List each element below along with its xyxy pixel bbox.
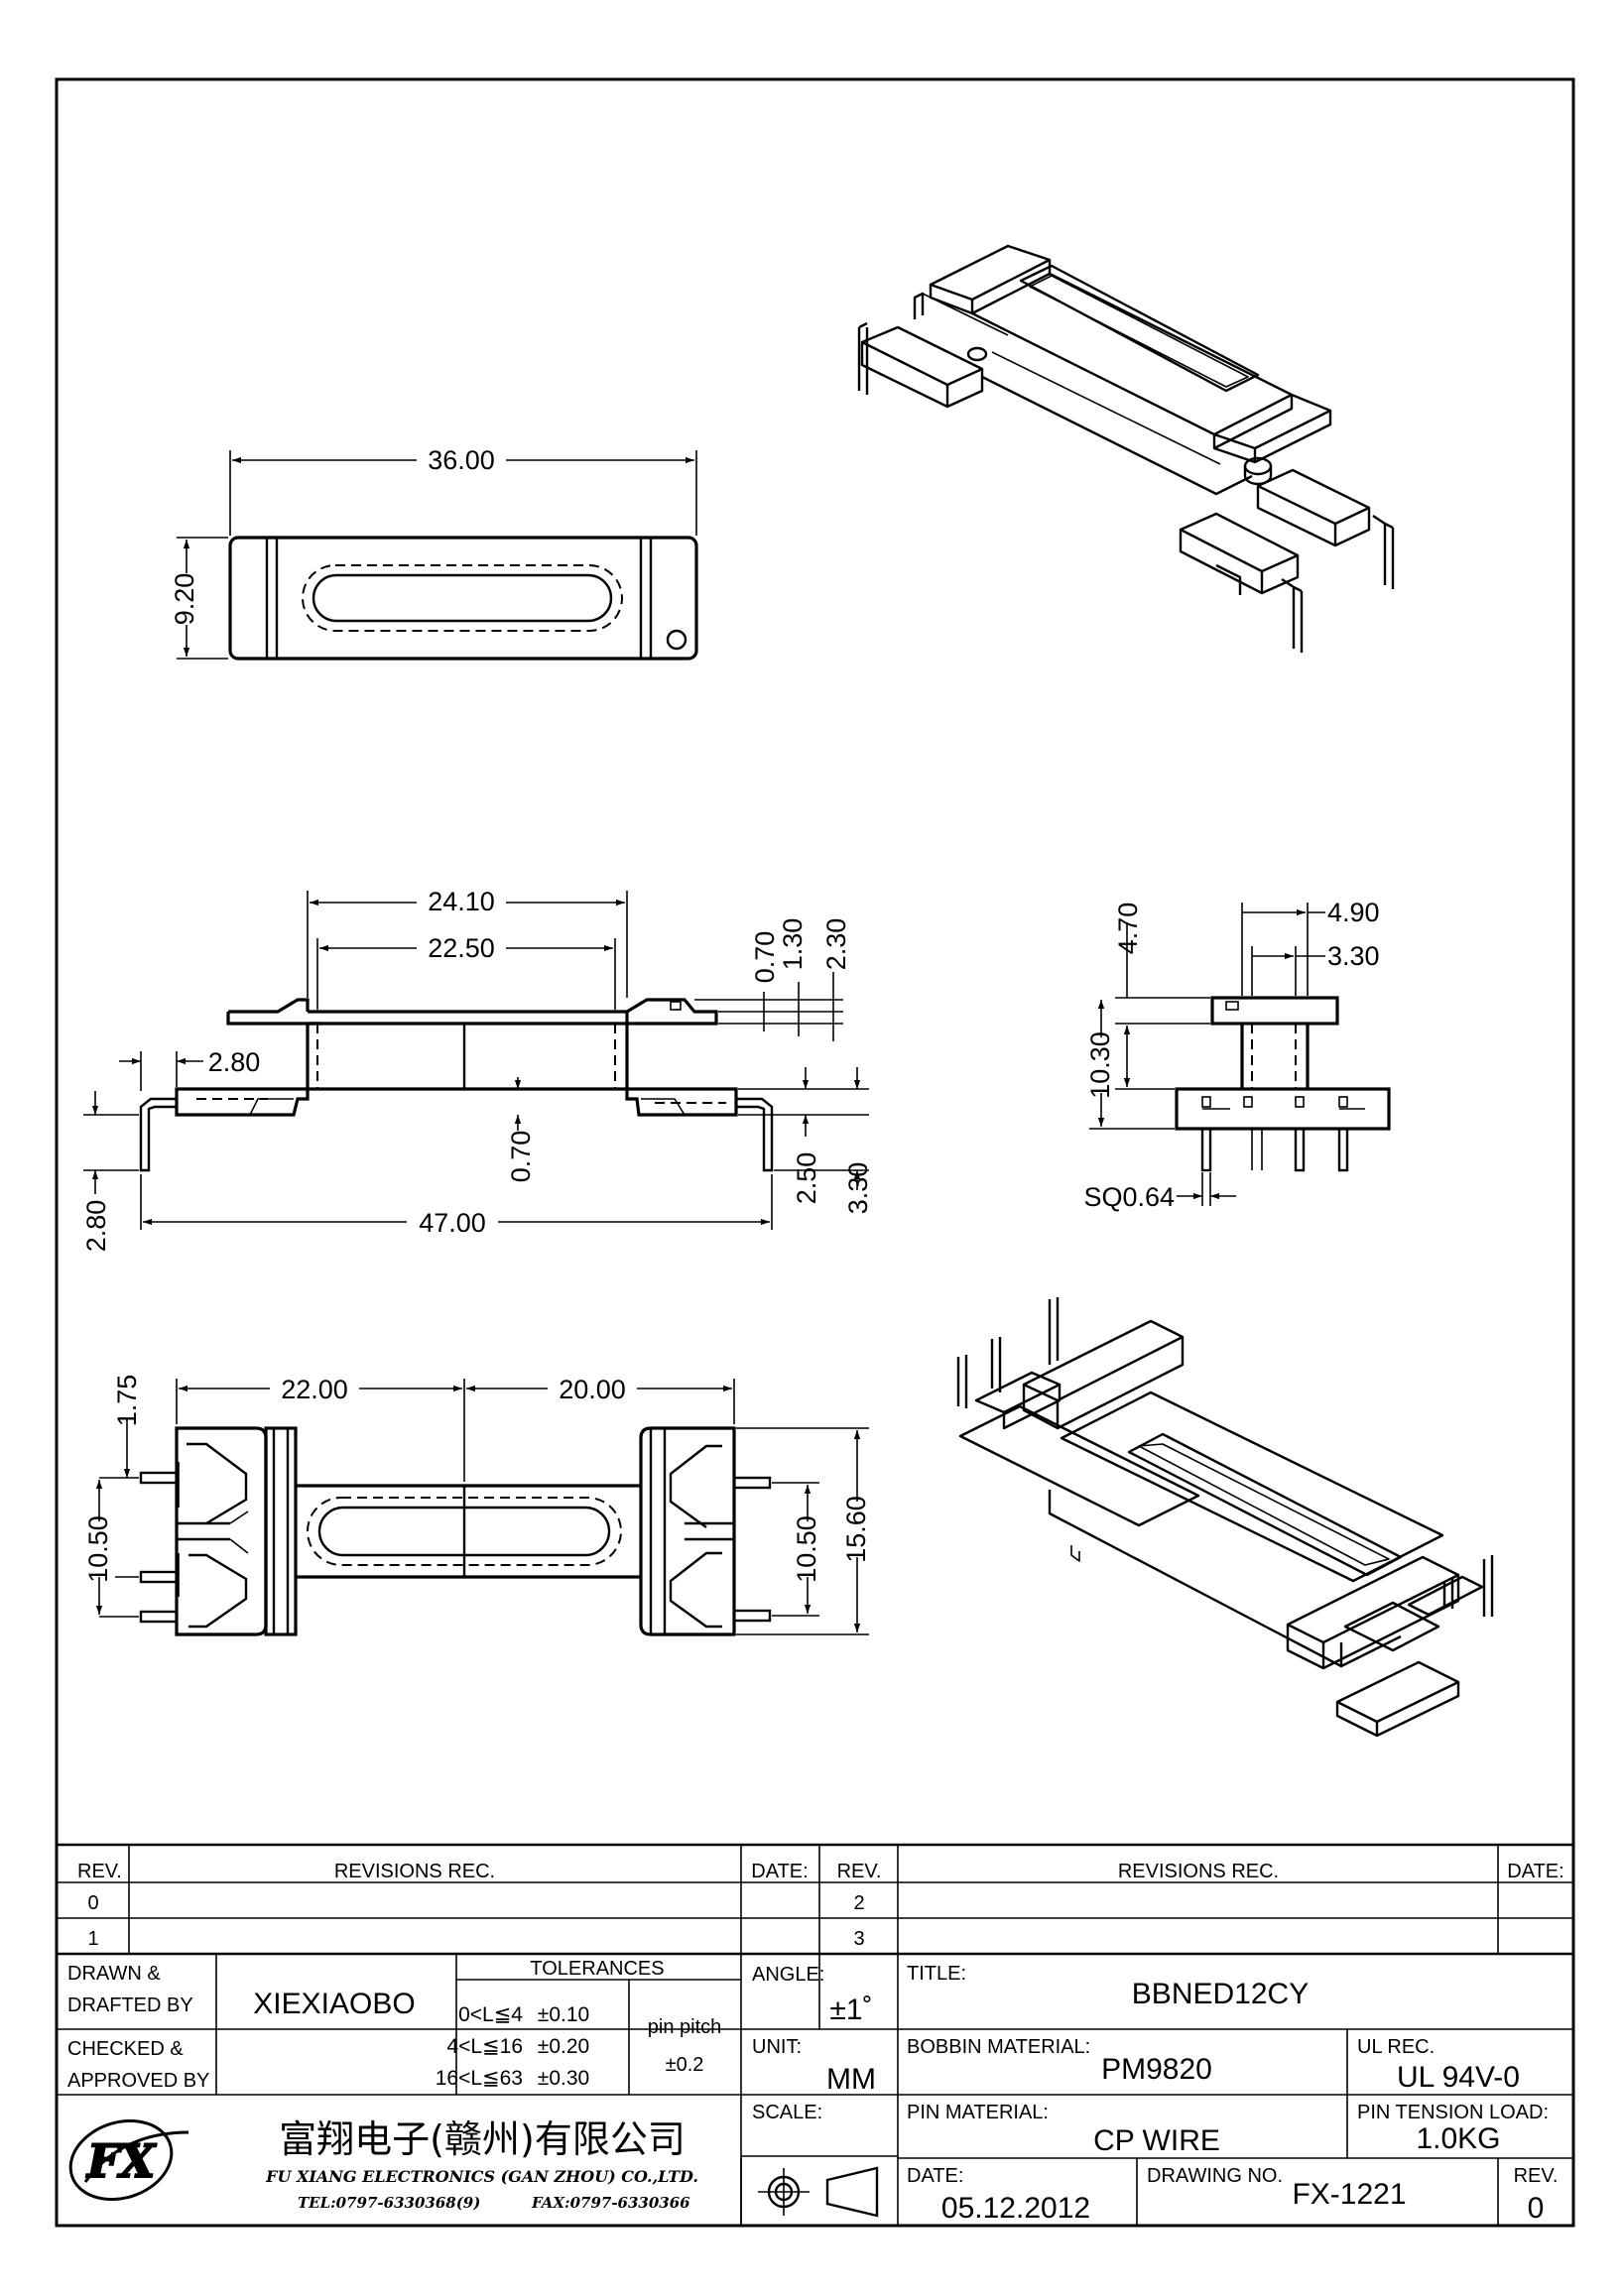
dim-front-c: 0.70 bbox=[750, 931, 780, 984]
tolerance-value-3: ±0.30 bbox=[538, 2067, 589, 2090]
company-fax: FAX:0797-6330366 bbox=[531, 2194, 690, 2212]
dim-front-i: 47.00 bbox=[419, 1208, 486, 1238]
date-header-right: DATE: bbox=[1507, 1861, 1563, 1882]
pin-tension-value: 1.0KG bbox=[1416, 2122, 1500, 2155]
drawing-no-label: DRAWING NO. bbox=[1147, 2165, 1283, 2187]
company-name-cn: 富翔电子(赣州)有限公司 bbox=[279, 2117, 686, 2161]
drawn-label-2: DRAFTED BY bbox=[67, 1994, 193, 2016]
bobbin-material-value: PM9820 bbox=[1101, 2053, 1212, 2086]
dim-bottom-e: 10.50 bbox=[792, 1515, 821, 1583]
svg-text:FX: FX bbox=[85, 2134, 158, 2188]
dim-front-j: 2.50 bbox=[792, 1152, 821, 1205]
dim-side-a: 4.70 bbox=[1113, 903, 1143, 955]
projection-symbol-icon bbox=[758, 2166, 879, 2218]
rev-row-0: 0 bbox=[87, 1892, 98, 1914]
tolerance-range-2: 4<L≦16 bbox=[446, 2035, 523, 2058]
checked-label-1: CHECKED & bbox=[67, 2038, 184, 2060]
dim-side-d: 10.30 bbox=[1085, 1031, 1115, 1099]
drawn-by-value: XIEXIAOBO bbox=[253, 1988, 415, 2020]
rev-label: REV. bbox=[1514, 2165, 1559, 2187]
dim-bottom-f: 15.60 bbox=[841, 1496, 871, 1563]
dim-front-d: 1.30 bbox=[778, 918, 808, 971]
title-value: BBNED12CY bbox=[1132, 1978, 1309, 2010]
rev-row-3: 3 bbox=[853, 1928, 864, 1950]
top-view: 36.00 9.20 bbox=[169, 443, 698, 661]
checked-label-2: APPROVED BY bbox=[67, 2070, 209, 2092]
drawn-label-1: DRAWN & bbox=[67, 1963, 161, 1985]
isometric-view-top bbox=[857, 244, 1395, 653]
dim-side-pin: SQ0.64 bbox=[1083, 1182, 1175, 1212]
date-label: DATE: bbox=[907, 2165, 963, 2187]
ul-rec-value: UL 94V-0 bbox=[1397, 2061, 1520, 2094]
dim-top-length: 36.00 bbox=[428, 445, 495, 475]
dim-side-c: 3.30 bbox=[1327, 941, 1380, 971]
pin-pitch-label: pin pitch bbox=[648, 2016, 722, 2038]
dim-front-f: 2.80 bbox=[208, 1047, 261, 1077]
ul-rec-label: UL REC. bbox=[1357, 2036, 1435, 2058]
revisions-header-right: REVISIONS REC. bbox=[1118, 1861, 1279, 1882]
rev-row-1: 1 bbox=[87, 1928, 98, 1950]
tolerance-range-3: 16<L≦63 bbox=[436, 2067, 523, 2090]
dim-bottom-d: 10.50 bbox=[83, 1515, 113, 1583]
bobbin-material-label: BOBBIN MATERIAL: bbox=[907, 2036, 1090, 2058]
rev-value: 0 bbox=[1528, 2192, 1545, 2225]
scale-label: SCALE: bbox=[752, 2102, 822, 2123]
pin-tension-label: PIN TENSION LOAD: bbox=[1357, 2102, 1549, 2123]
tolerance-range-1: 0<L≦4 bbox=[458, 2003, 523, 2026]
dim-top-width: 9.20 bbox=[170, 573, 199, 626]
dim-front-h: 2.80 bbox=[81, 1200, 111, 1253]
pin-material-value: CP WIRE bbox=[1093, 2124, 1220, 2157]
date-header-left: DATE: bbox=[751, 1861, 808, 1882]
rev-row-2: 2 bbox=[853, 1892, 864, 1914]
angle-value: ±1˚ bbox=[829, 1994, 872, 2026]
company-name-en: FU XIANG ELECTRONICS (GAN ZHOU) CO.,LTD. bbox=[265, 2167, 698, 2186]
dim-bottom-b: 22.00 bbox=[281, 1375, 348, 1404]
drawing-no-value: FX-1221 bbox=[1292, 2178, 1406, 2211]
drawing-border bbox=[55, 77, 1575, 2228]
bottom-view: 22.00 20.00 1.75 10.50 10.50 15.60 bbox=[83, 1373, 871, 1636]
company-tel: TEL:0797-6330368(9) bbox=[298, 2194, 480, 2212]
date-value: 05.12.2012 bbox=[941, 2192, 1090, 2225]
rev-header-left: REV. bbox=[77, 1861, 122, 1882]
rev-header-right: REV. bbox=[837, 1861, 882, 1882]
tolerance-value-1: ±0.10 bbox=[538, 2003, 589, 2026]
dim-bottom-a: 1.75 bbox=[112, 1375, 142, 1427]
unit-label: UNIT: bbox=[752, 2036, 802, 2058]
title-block: REV. REVISIONS REC. DATE: REV. REVISIONS… bbox=[57, 1843, 1573, 2226]
angle-label: ANGLE: bbox=[752, 1964, 824, 1986]
isometric-view-bottom bbox=[956, 1297, 1494, 1738]
tolerance-value-2: ±0.20 bbox=[538, 2035, 589, 2058]
title-label: TITLE: bbox=[907, 1963, 966, 1985]
dim-front-e: 2.30 bbox=[821, 918, 851, 971]
dim-bottom-c: 20.00 bbox=[559, 1375, 626, 1404]
side-view: 4.90 3.30 4.70 10.30 SQ0.64 bbox=[1083, 898, 1391, 1212]
dim-front-a: 24.10 bbox=[428, 887, 495, 916]
dim-front-b: 22.50 bbox=[428, 933, 495, 963]
unit-value: MM bbox=[826, 2063, 876, 2096]
pin-pitch-value: ±0.2 bbox=[666, 2054, 704, 2076]
dim-front-g: 0.70 bbox=[506, 1131, 536, 1183]
dim-front-k: 3.30 bbox=[843, 1162, 873, 1215]
tolerances-header: TOLERANCES bbox=[530, 1958, 664, 1980]
revisions-header-left: REVISIONS REC. bbox=[334, 1861, 495, 1882]
front-view: 24.10 22.50 0.70 1.30 2.30 2.80 0.70 2.8… bbox=[81, 886, 873, 1252]
fx-logo-icon: FX bbox=[68, 2118, 189, 2202]
pin-material-label: PIN MATERIAL: bbox=[907, 2102, 1049, 2123]
dim-side-b: 4.90 bbox=[1327, 898, 1380, 927]
